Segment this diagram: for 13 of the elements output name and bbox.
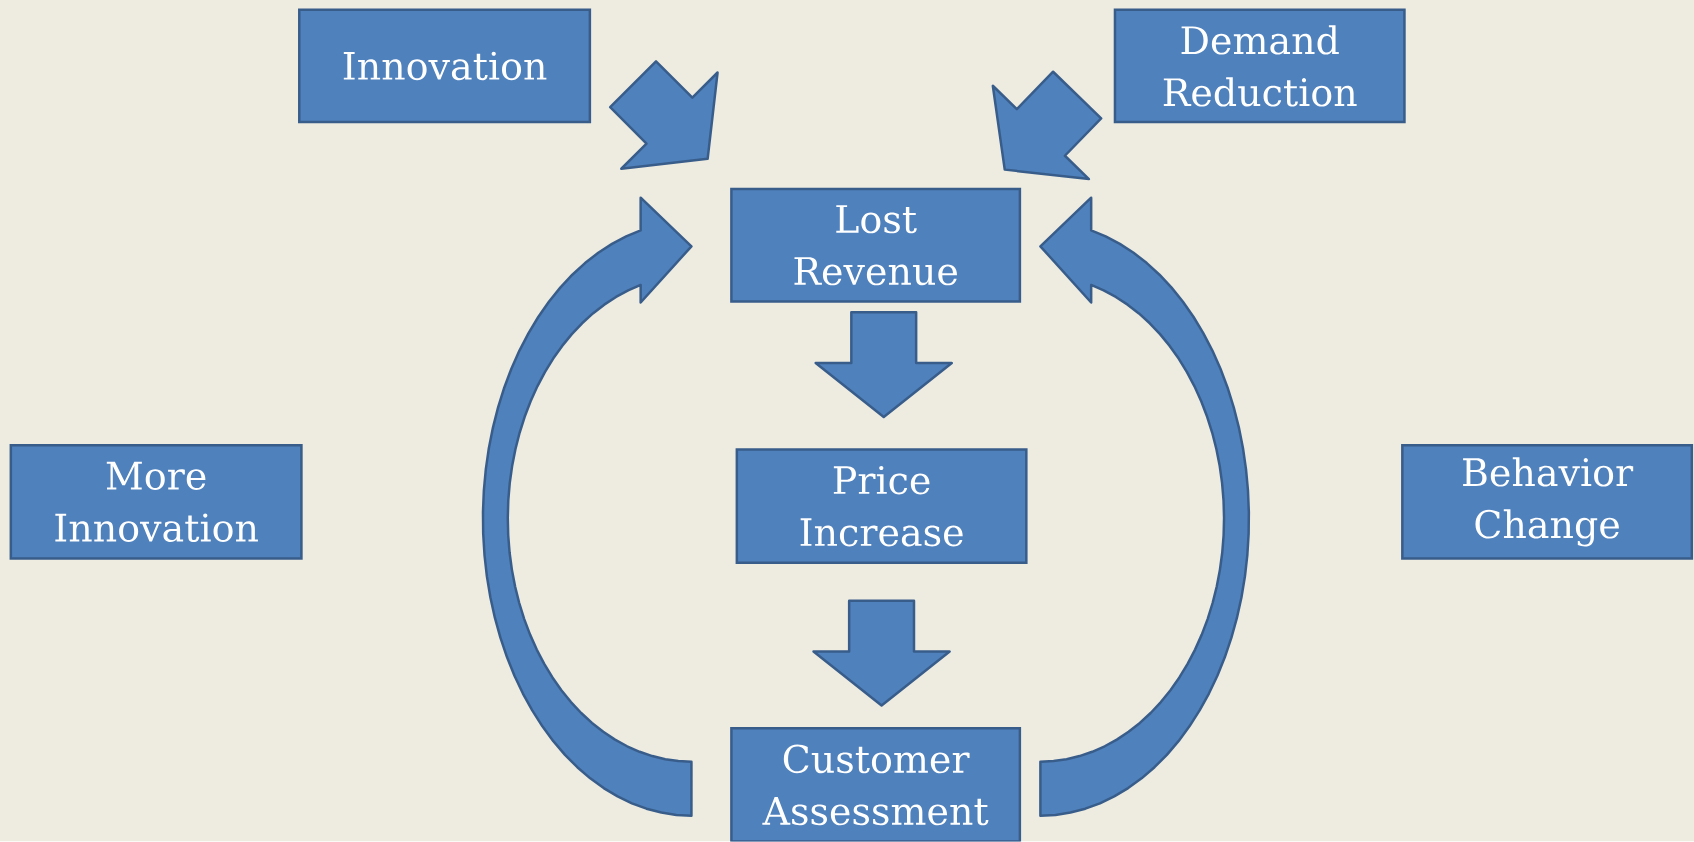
process-box: Behavior Change	[1401, 444, 1694, 560]
process-box: Lost Revenue	[730, 188, 1022, 303]
block-arrow	[814, 311, 954, 419]
block-arrow	[991, 70, 1103, 181]
process-box: More Innovation	[9, 444, 303, 560]
block-arrow	[608, 60, 719, 171]
process-box: Customer Assessment	[730, 727, 1022, 842]
process-box: Innovation	[298, 8, 592, 124]
process-box: Price Increase	[735, 448, 1028, 565]
process-box: Demand Reduction	[1113, 8, 1406, 124]
block-arrow	[812, 599, 951, 707]
curved-arrow	[1039, 196, 1251, 818]
curved-arrow	[481, 196, 693, 818]
